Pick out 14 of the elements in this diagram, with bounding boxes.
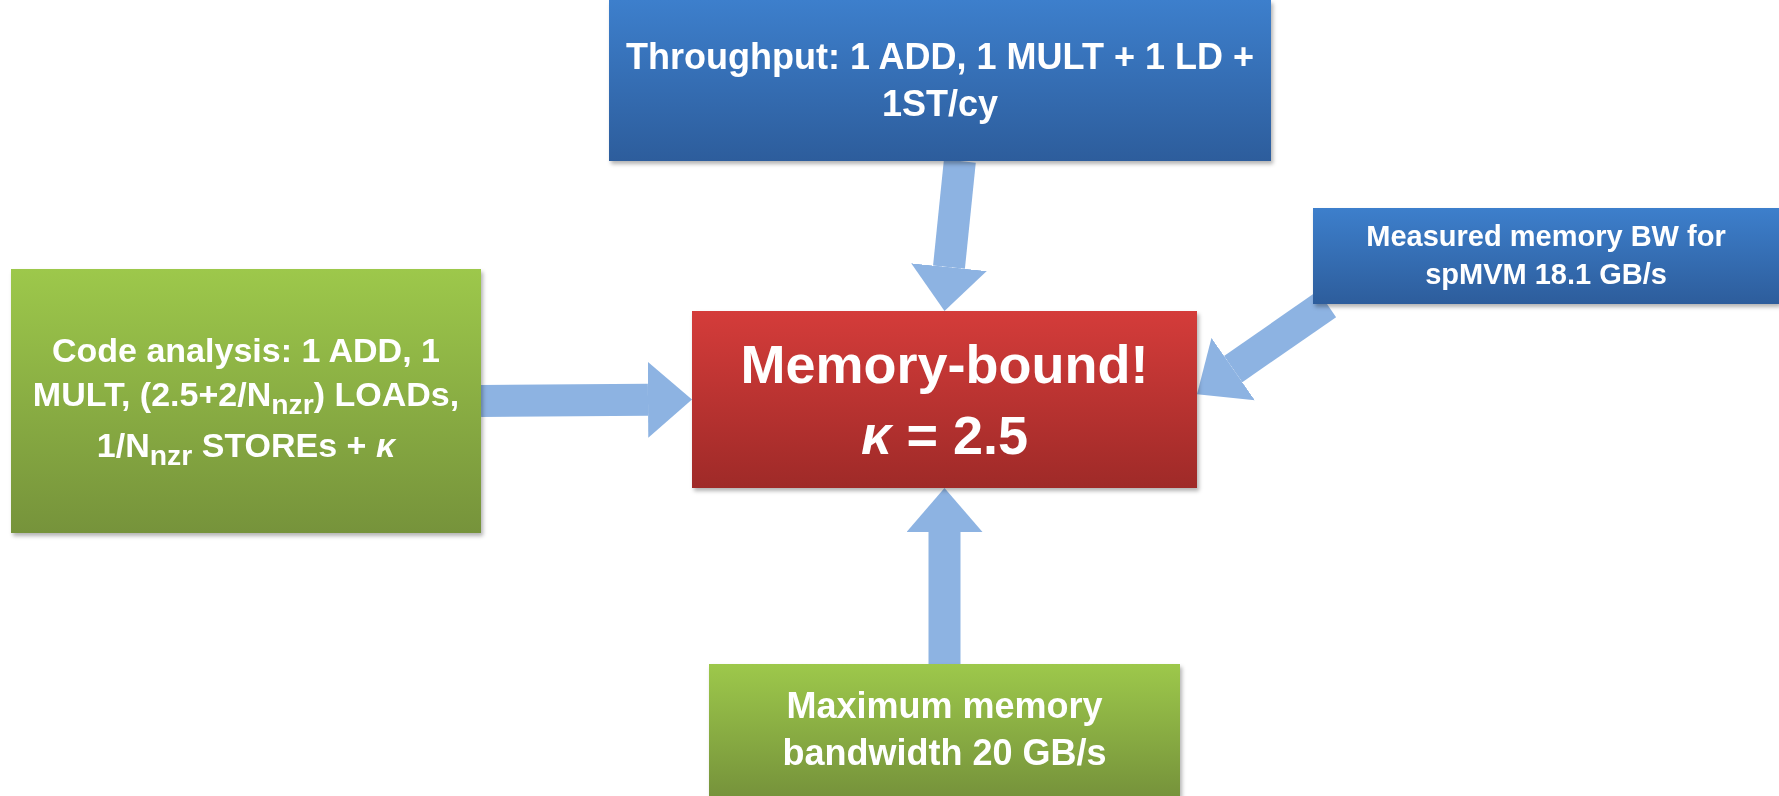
box-text: Measured memory BW for spMVM 18.1 GB/s [1365, 219, 1727, 292]
block-arrow [906, 488, 983, 664]
process-box [11, 269, 481, 533]
process-box [709, 664, 1180, 796]
process-box [1313, 208, 1779, 304]
box-text: Maximum memory bandwidth 20 GB/s [781, 684, 1108, 775]
box-text: Code analysis: 1 ADD, 1 MULT, (2.5+2/N$_{nzr}$) LOADs, 1/N$_{nzr}$ STOREs + κ [31, 330, 461, 473]
box-text: Throughput: 1 ADD, 1 MULT + 1 LD + 1ST/cy [625, 34, 1255, 126]
box-text: κ = 2.5 [860, 403, 1029, 467]
process-box [692, 311, 1197, 488]
box-text: Memory-bound! [740, 333, 1149, 397]
process-box [609, 0, 1271, 161]
block-arrow [911, 159, 987, 311]
block-arrow [480, 361, 692, 438]
